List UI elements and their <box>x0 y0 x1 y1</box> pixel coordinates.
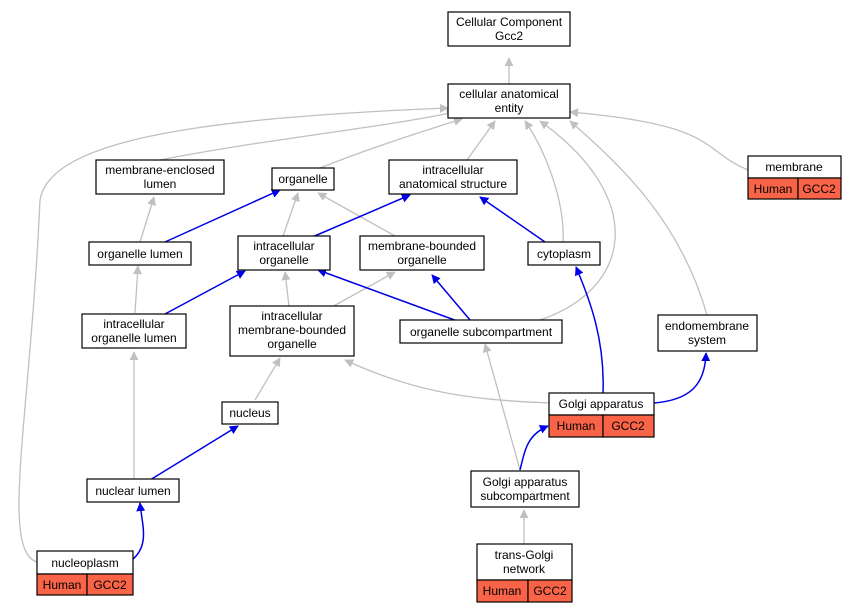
edge-nl-part-of-nucleus <box>149 425 239 481</box>
node-endomembrane-system[interactable]: endomembrane system <box>657 314 758 352</box>
node-membrane-enclosed-lumen[interactable]: membrane-enclosed lumen <box>95 159 225 195</box>
edge-iol-part-of-io <box>164 270 246 315</box>
node-trans-golgi-network[interactable]: trans-Golgi network Human GCC2 <box>476 543 573 603</box>
node-label-line: organelle <box>397 253 447 267</box>
edge-membrane-to-cae <box>569 108 749 171</box>
node-label-line: membrane-bounded <box>238 323 346 337</box>
node-label-line: system <box>688 333 726 347</box>
node-membrane[interactable]: membrane Human GCC2 <box>747 155 842 200</box>
node-label-line: organelle subcompartment <box>410 325 553 339</box>
part-of-edges <box>131 189 711 561</box>
node-label-line: anatomical structure <box>399 177 507 191</box>
node-golgi-apparatus-subcompartment[interactable]: Golgi apparatus subcompartment <box>470 470 580 508</box>
node-label-line: organelle lumen <box>97 247 182 261</box>
node-nuclear-lumen[interactable]: nuclear lumen <box>86 478 180 503</box>
edge-osc-part-of-io <box>317 268 461 323</box>
node-label-line: organelle <box>267 337 317 351</box>
edge-mel-to-cae <box>159 109 456 161</box>
node-membrane-bounded-organelle[interactable]: membrane-bounded organelle <box>359 235 485 271</box>
edge-ol-to-mel <box>139 196 156 243</box>
node-label-line: organelle <box>278 172 328 186</box>
edge-golgi-to-imbo <box>344 359 550 404</box>
node-label-line: cytoplasm <box>537 247 591 261</box>
edge-golgi-part-of-ems <box>653 352 711 404</box>
edge-nucleoplasm-to-cae <box>18 103 449 563</box>
gene-label: GCC2 <box>93 578 127 592</box>
edge-imbo-to-io <box>281 271 291 307</box>
node-organelle-lumen[interactable]: organelle lumen <box>88 241 192 266</box>
node-intracellular-membrane-bounded-organelle[interactable]: intracellular membrane-bounded organelle <box>229 305 355 357</box>
node-label-line: Cellular Component <box>456 15 563 29</box>
edge-osc-to-cae <box>539 120 616 321</box>
node-label-line: intracellular <box>422 163 483 177</box>
node-label-line: Gcc2 <box>495 29 523 43</box>
edge-ias-to-cae <box>466 120 496 161</box>
node-intracellular-organelle-lumen[interactable]: intracellular organelle lumen <box>81 313 187 349</box>
species-label: Human <box>43 578 82 592</box>
node-cellular-component[interactable]: Cellular Component Gcc2 <box>447 11 571 47</box>
node-label-line: nucleus <box>229 406 270 420</box>
node-label-line: network <box>503 562 546 576</box>
node-nucleoplasm[interactable]: nucleoplasm Human GCC2 <box>36 550 134 596</box>
node-cellular-anatomical-entity[interactable]: cellular anatomical entity <box>447 83 571 119</box>
node-label-line: nuclear lumen <box>95 484 170 498</box>
node-label-line: membrane-bounded <box>368 239 476 253</box>
node-organelle-subcompartment[interactable]: organelle subcompartment <box>399 319 563 344</box>
node-label-line: trans-Golgi <box>495 548 554 562</box>
gene-label: GCC2 <box>611 419 645 433</box>
species-label: Human <box>483 584 522 598</box>
edge-imbo-to-mbo <box>329 271 396 309</box>
edge-iol-to-ol <box>132 265 142 314</box>
node-label-line: Golgi apparatus <box>559 397 644 411</box>
node-label-line: nucleoplasm <box>51 556 118 570</box>
node-organelle[interactable]: organelle <box>271 167 335 191</box>
edge-gasc-to-osc <box>482 343 521 471</box>
edge-ol-part-of-organelle <box>164 189 281 243</box>
node-nucleus[interactable]: nucleus <box>221 401 279 425</box>
node-intracellular-organelle[interactable]: intracellular organelle <box>237 235 331 271</box>
species-label: Human <box>557 419 596 433</box>
node-label-line: intracellular <box>261 309 322 323</box>
edge-ems-to-cae <box>569 120 708 316</box>
edge-osc-part-of-mbo <box>431 274 471 321</box>
is-a-edges <box>18 57 749 563</box>
node-golgi-apparatus[interactable]: Golgi apparatus Human GCC2 <box>548 392 655 438</box>
node-label-line: cellular anatomical <box>459 87 558 101</box>
node-label-line: Golgi apparatus <box>483 475 568 489</box>
node-label-line: endomembrane <box>665 319 749 333</box>
node-cytoplasm[interactable]: cytoplasm <box>527 241 601 266</box>
gene-label: GCC2 <box>533 584 567 598</box>
node-intracellular-anatomical-structure[interactable]: intracellular anatomical structure <box>388 159 518 195</box>
edge-gasc-part-of-golgi <box>519 425 549 471</box>
edge-organelle-to-cae <box>319 117 463 169</box>
node-label-line: membrane-enclosed <box>105 163 214 177</box>
node-label-line: organelle lumen <box>91 331 176 345</box>
node-label-line: intracellular <box>253 239 314 253</box>
node-label-line: membrane <box>765 160 823 174</box>
node-label-line: lumen <box>144 177 177 191</box>
gene-label: GCC2 <box>802 182 836 196</box>
edge-cytoplasm-to-cae <box>524 120 564 243</box>
edge-io-to-organelle <box>282 192 300 237</box>
node-label-line: entity <box>495 101 524 115</box>
edge-golgi-part-of-cytoplasm <box>575 266 604 394</box>
node-label-line: organelle <box>259 253 309 267</box>
node-label-line: intracellular <box>103 317 164 331</box>
node-label-line: subcompartment <box>480 489 570 503</box>
species-label: Human <box>754 182 793 196</box>
edge-nucleoplasm-part-of-nl <box>131 502 146 561</box>
edge-nucleus-to-imbo <box>254 357 281 401</box>
edge-mbo-to-organelle <box>317 192 396 237</box>
edge-io-part-of-ias <box>309 194 411 239</box>
edge-cytoplasm-part-of-ias <box>479 196 546 243</box>
